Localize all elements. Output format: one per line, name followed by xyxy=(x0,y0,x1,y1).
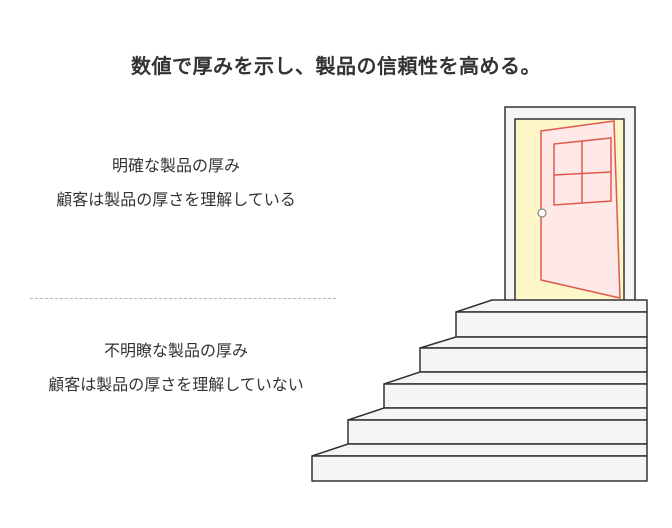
clear-thickness-heading: 明確な製品の厚み xyxy=(111,156,240,175)
diagram-title: 数値で厚みを示し、製品の信頼性を高める。 xyxy=(131,54,541,78)
unclear-thickness-description: 顧客は製品の厚さを理解していない xyxy=(48,375,304,394)
open-door-icon xyxy=(504,106,636,303)
unclear-thickness-block: 不明瞭な製品の厚み 顧客は製品の厚さを理解していない xyxy=(20,340,332,396)
clear-thickness-description: 顧客は製品の厚さを理解している xyxy=(56,190,296,209)
staircase-icon xyxy=(311,299,648,482)
unclear-thickness-heading: 不明瞭な製品の厚み xyxy=(103,341,248,360)
section-divider xyxy=(30,298,336,299)
clear-thickness-block: 明確な製品の厚み 顧客は製品の厚さを理解している xyxy=(20,155,332,211)
